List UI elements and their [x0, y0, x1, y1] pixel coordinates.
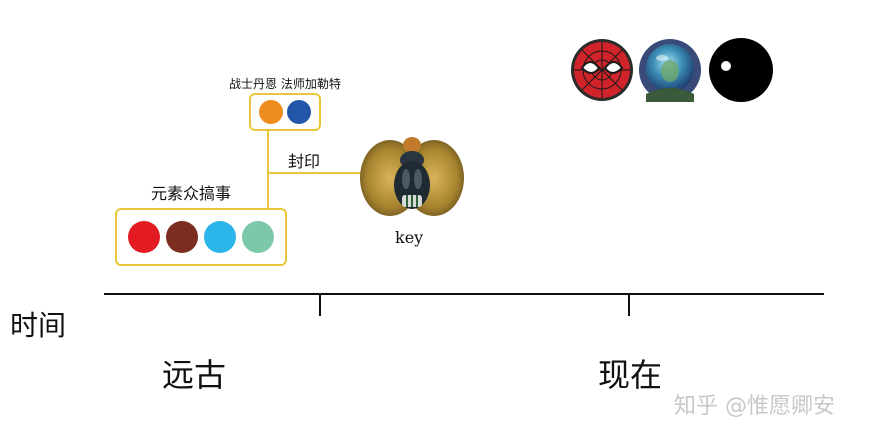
- mysterio-icon: [639, 39, 701, 102]
- timeline-tick-present: [628, 294, 630, 316]
- timeline-tick-ancient: [319, 294, 321, 316]
- element-dot-red: [128, 221, 160, 253]
- spiderman-mask-icon: [571, 39, 633, 101]
- wizard-dot-blue: [287, 100, 311, 124]
- key-label: key: [395, 228, 424, 247]
- element-dot-green: [242, 221, 274, 253]
- time-axis-label: 时间: [10, 309, 67, 342]
- watermark-text: 知乎 @惟愿卿安: [674, 394, 835, 419]
- era-label-ancient: 远古: [162, 356, 227, 394]
- elements-group-box: [115, 208, 287, 266]
- black-circle-icon: [709, 38, 773, 102]
- element-dot-blue: [204, 221, 236, 253]
- wizards-group-box: [249, 93, 321, 131]
- era-label-present: 现在: [598, 356, 663, 394]
- wizard-dot-orange: [259, 100, 283, 124]
- connector-horizontal: [267, 172, 361, 174]
- scarab-icon: [360, 137, 464, 216]
- connector-vertical: [267, 131, 269, 208]
- seal-label: 封印: [288, 152, 321, 171]
- element-dot-brown: [166, 221, 198, 253]
- timeline-axis: [104, 293, 824, 295]
- elements-group-label: 元素众搞事: [151, 184, 232, 203]
- wizards-group-label: 战士丹恩 法师加勒特: [229, 77, 341, 91]
